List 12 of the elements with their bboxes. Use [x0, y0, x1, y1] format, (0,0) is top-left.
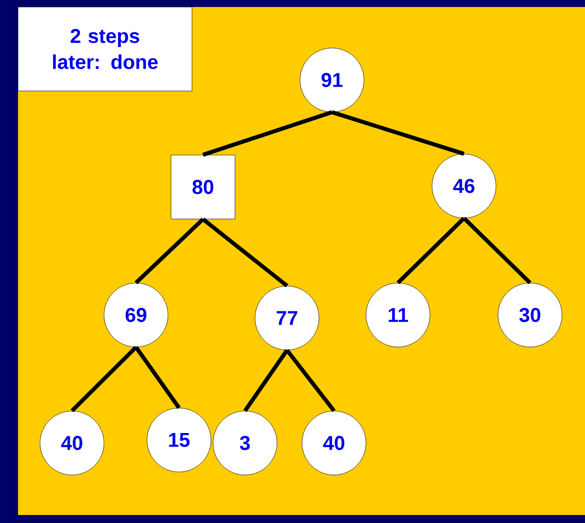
title-box: 2 steps later: done — [18, 6, 192, 92]
edge-line — [202, 110, 333, 157]
edge-line — [462, 216, 532, 284]
edge-line — [331, 110, 465, 156]
edge-line — [70, 346, 138, 412]
edge-line — [243, 349, 289, 412]
edge-line — [202, 218, 288, 288]
node-square: 80 — [170, 154, 236, 220]
edge-line — [134, 346, 181, 409]
edge-line — [285, 348, 336, 412]
edge-line — [396, 216, 466, 284]
edge-line — [134, 218, 204, 284]
